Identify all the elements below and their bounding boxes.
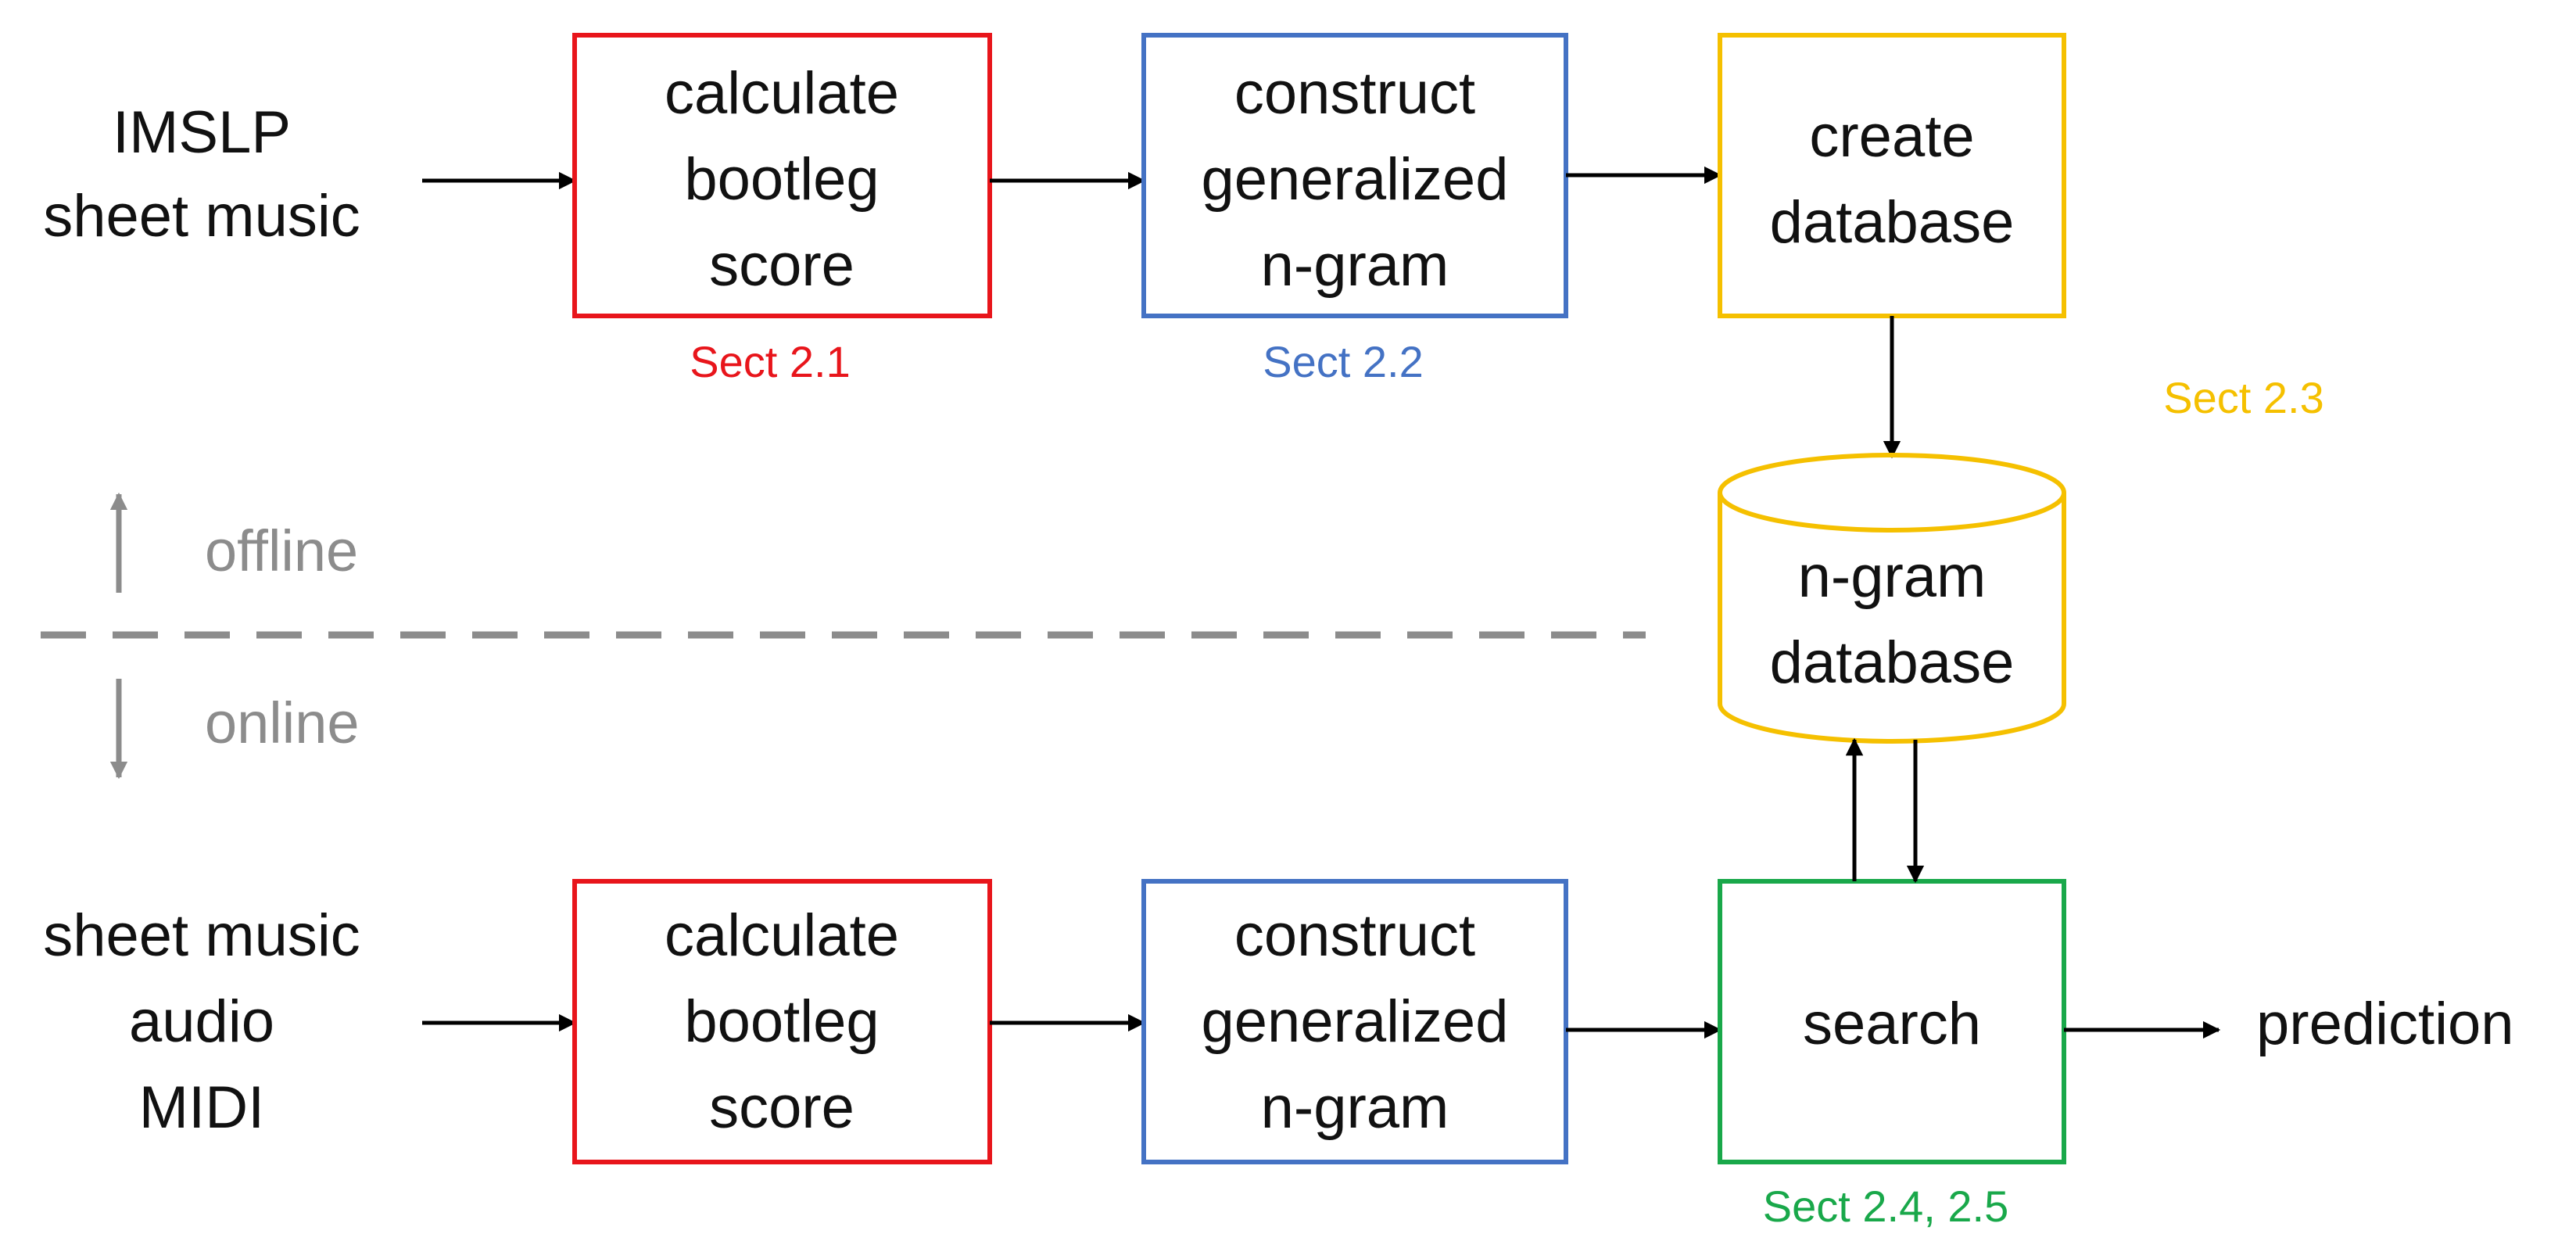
input-query-line3: MIDI bbox=[139, 1074, 264, 1141]
input-imslp-line2: sheet music bbox=[43, 183, 360, 249]
sect-2-2-label: Sect 2.2 bbox=[1263, 337, 1423, 386]
box-ngram-bottom-line2: generalized bbox=[1202, 988, 1509, 1055]
ngram-database-cylinder: n-gram database bbox=[1718, 453, 2066, 744]
input-imslp: IMSLP sheet music bbox=[43, 99, 360, 249]
box-ngram-bottom-line1: construct bbox=[1234, 902, 1475, 969]
input-query: sheet music audio MIDI bbox=[43, 902, 360, 1141]
box-ngram-bottom-frame bbox=[1141, 879, 1568, 1164]
box-search-frame bbox=[1718, 879, 2066, 1164]
input-imslp-line1: IMSLP bbox=[113, 99, 291, 166]
box-create-database-line2: database bbox=[1770, 189, 2015, 256]
box-bootleg-top-frame bbox=[572, 33, 992, 318]
online-label: online bbox=[205, 690, 360, 755]
database-line1: n-gram bbox=[1798, 543, 1987, 610]
box-ngram-top: construct generalized n-gram bbox=[1141, 33, 1568, 318]
box-create-database-frame bbox=[1718, 33, 2066, 318]
offline-label: offline bbox=[205, 518, 358, 583]
sect-2-1-label: Sect 2.1 bbox=[690, 337, 850, 386]
box-bootleg-top-line1: calculate bbox=[665, 60, 899, 127]
box-ngram-bottom: construct generalized n-gram bbox=[1141, 879, 1568, 1164]
box-ngram-top-line2: generalized bbox=[1202, 146, 1509, 213]
cylinder-body bbox=[1718, 493, 2066, 744]
sect-2-4-2-5-label: Sect 2.4, 2.5 bbox=[1763, 1182, 2008, 1231]
box-search: search bbox=[1718, 879, 2066, 1164]
box-create-database: create database bbox=[1718, 33, 2066, 318]
box-create-database-line1: create bbox=[1809, 103, 1974, 170]
box-ngram-bottom-line3: n-gram bbox=[1261, 1074, 1449, 1141]
box-bootleg-bottom-line2: bootleg bbox=[684, 988, 879, 1055]
box-bootleg-top: calculate bootleg score bbox=[572, 33, 992, 318]
box-search-line1: search bbox=[1803, 991, 1981, 1057]
box-bootleg-bottom-line1: calculate bbox=[665, 902, 899, 969]
cylinder-top bbox=[1718, 453, 2066, 533]
prediction-label: prediction bbox=[2256, 991, 2514, 1057]
database-line2: database bbox=[1770, 629, 2015, 696]
input-query-line2: audio bbox=[129, 988, 274, 1055]
box-bootleg-top-line3: score bbox=[709, 232, 854, 299]
input-query-line1: sheet music bbox=[43, 902, 360, 969]
box-bootleg-bottom-line3: score bbox=[709, 1074, 854, 1141]
box-bootleg-bottom: calculate bootleg score bbox=[572, 879, 992, 1164]
sect-2-3-label: Sect 2.3 bbox=[2163, 373, 2323, 422]
box-ngram-top-line3: n-gram bbox=[1261, 232, 1449, 299]
box-bootleg-top-line2: bootleg bbox=[684, 146, 879, 213]
box-ngram-top-line1: construct bbox=[1234, 60, 1475, 127]
